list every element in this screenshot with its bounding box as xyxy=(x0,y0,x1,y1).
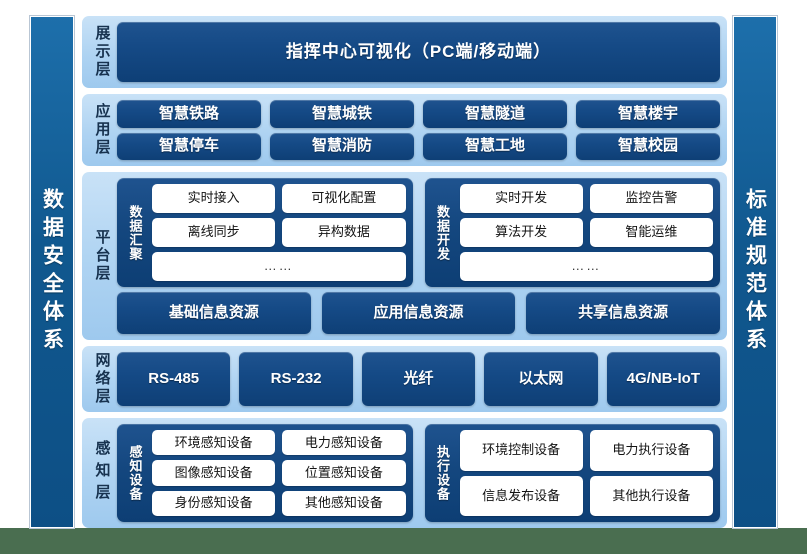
aggregation-row-2: 离线同步 异构数据 xyxy=(152,218,406,247)
group-data-development: 数据开发 实时开发 监控告警 算法开发 智能运维 …… xyxy=(424,178,720,287)
pillar-left-label: 数据安全体系 xyxy=(40,188,64,356)
application-row-1: 智慧铁路 智慧城铁 智慧隧道 智慧楼宇 xyxy=(117,100,720,128)
aggregation-visual-config[interactable]: 可视化配置 xyxy=(282,184,406,213)
aggregation-row-3: …… xyxy=(152,252,406,281)
group-data-development-label-wrap: 数据开发 xyxy=(432,184,454,281)
development-row-3: …… xyxy=(459,252,713,281)
development-monitoring-alarm[interactable]: 监控告警 xyxy=(589,184,713,213)
development-intelligent-ops[interactable]: 智能运维 xyxy=(589,218,713,247)
development-algorithm-dev[interactable]: 算法开发 xyxy=(459,218,583,247)
layer-sensing: 感知层 感知设备 环境感知设备 电力感知设备 图像感知设备 xyxy=(82,418,727,528)
group-data-aggregation-label-wrap: 数据汇聚 xyxy=(124,184,146,281)
layer-network: 网络层 RS-485 RS-232 光纤 以太网 4G/NB-IoT xyxy=(82,346,727,412)
group-sensing-devices-label-wrap: 感知设备 xyxy=(124,430,146,516)
network-chip-fiber[interactable]: 光纤 xyxy=(361,352,476,406)
aggregation-realtime-ingest[interactable]: 实时接入 xyxy=(152,184,276,213)
group-sensing-devices: 感知设备 环境感知设备 电力感知设备 图像感知设备 位置感知设备 身份感知设备 xyxy=(117,424,413,522)
aggregation-more-ellipsis[interactable]: …… xyxy=(152,252,406,281)
platform-groups: 数据汇聚 实时接入 可视化配置 离线同步 异构数据 …… xyxy=(117,178,720,287)
group-sensing-devices-label: 感知设备 xyxy=(127,445,143,501)
actuator-row-2: 信息发布设备 其他执行设备 xyxy=(459,475,713,516)
resource-basic-info[interactable]: 基础信息资源 xyxy=(117,292,311,334)
sensing-row-3: 身份感知设备 其他感知设备 xyxy=(152,490,406,516)
sensing-identity-device[interactable]: 身份感知设备 xyxy=(152,490,276,516)
layer-sensing-label-wrap: 感知层 xyxy=(87,424,117,522)
layer-display-label: 展示层 xyxy=(93,25,111,79)
group-data-aggregation-label: 数据汇聚 xyxy=(127,204,143,261)
sensing-image-device[interactable]: 图像感知设备 xyxy=(152,460,276,486)
pillar-data-security: 数据安全体系 xyxy=(30,16,74,528)
layer-network-body: RS-485 RS-232 光纤 以太网 4G/NB-IoT xyxy=(117,352,721,406)
layer-platform: 平台层 数据汇聚 实时接入 可视化配置 离线同步 xyxy=(82,172,727,340)
app-chip-smart-parking[interactable]: 智慧停车 xyxy=(117,132,261,160)
layer-application: 应用层 智慧铁路 智慧城铁 智慧隧道 智慧楼宇 智慧停车 智慧消防 智慧工地 智… xyxy=(82,94,727,166)
layer-sensing-body: 感知设备 环境感知设备 电力感知设备 图像感知设备 位置感知设备 身份感知设备 xyxy=(117,424,720,522)
platform-resource-row: 基础信息资源 应用信息资源 共享信息资源 xyxy=(117,292,721,334)
app-chip-smart-construction[interactable]: 智慧工地 xyxy=(423,132,567,160)
resource-shared-info[interactable]: 共享信息资源 xyxy=(526,292,721,334)
layer-network-label-wrap: 网络层 xyxy=(87,352,117,406)
app-chip-smart-tunnel[interactable]: 智慧隧道 xyxy=(423,100,567,128)
network-chip-4g-nbiot[interactable]: 4G/NB-IoT xyxy=(606,352,721,406)
layer-sensing-label: 感知层 xyxy=(93,440,111,506)
layer-platform-body: 数据汇聚 实时接入 可视化配置 离线同步 异构数据 …… xyxy=(117,178,721,334)
group-actuator-devices-label: 执行设备 xyxy=(435,445,450,501)
sensing-groups: 感知设备 环境感知设备 电力感知设备 图像感知设备 位置感知设备 身份感知设备 xyxy=(117,424,720,522)
application-row-2: 智慧停车 智慧消防 智慧工地 智慧校园 xyxy=(117,132,720,160)
network-chip-rs485[interactable]: RS-485 xyxy=(117,352,231,406)
development-more-ellipsis[interactable]: …… xyxy=(459,252,713,281)
layer-platform-label: 平台层 xyxy=(93,229,111,283)
layer-application-body: 智慧铁路 智慧城铁 智慧隧道 智慧楼宇 智慧停车 智慧消防 智慧工地 智慧校园 xyxy=(117,100,720,160)
actuator-power-device[interactable]: 电力执行设备 xyxy=(589,430,713,471)
diagram-canvas: 数据安全体系 标准规范体系 展示层 指挥中心可视化（PC端/移动端） 应用层 智… xyxy=(0,0,807,528)
sensing-other-device[interactable]: 其他感知设备 xyxy=(282,490,406,516)
group-data-aggregation: 数据汇聚 实时接入 可视化配置 离线同步 异构数据 …… xyxy=(117,178,413,287)
layer-platform-label-wrap: 平台层 xyxy=(87,178,117,334)
network-items-row: RS-485 RS-232 光纤 以太网 4G/NB-IoT xyxy=(117,352,721,406)
layer-application-label: 应用层 xyxy=(93,103,111,157)
actuator-row-1: 环境控制设备 电力执行设备 xyxy=(459,430,713,471)
layer-display-label-wrap: 展示层 xyxy=(87,22,117,82)
aggregation-heterogeneous-data[interactable]: 异构数据 xyxy=(282,218,406,247)
actuator-info-publish-device[interactable]: 信息发布设备 xyxy=(459,475,583,516)
layer-network-label: 网络层 xyxy=(93,352,111,406)
sensing-location-device[interactable]: 位置感知设备 xyxy=(282,460,406,486)
sensing-power-device[interactable]: 电力感知设备 xyxy=(282,430,406,456)
development-row-2: 算法开发 智能运维 xyxy=(459,218,713,247)
group-sensing-devices-grid: 环境感知设备 电力感知设备 图像感知设备 位置感知设备 身份感知设备 其他感知设… xyxy=(152,430,406,516)
actuator-other-device[interactable]: 其他执行设备 xyxy=(589,475,713,516)
network-chip-ethernet[interactable]: 以太网 xyxy=(484,352,598,406)
group-data-development-label: 数据开发 xyxy=(435,204,450,261)
aggregation-row-1: 实时接入 可视化配置 xyxy=(152,184,406,213)
app-chip-smart-campus[interactable]: 智慧校园 xyxy=(576,132,720,160)
group-data-aggregation-grid: 实时接入 可视化配置 离线同步 异构数据 …… xyxy=(152,184,406,281)
sensing-environment-device[interactable]: 环境感知设备 xyxy=(152,430,276,456)
group-actuator-devices-grid: 环境控制设备 电力执行设备 信息发布设备 其他执行设备 xyxy=(459,430,713,516)
development-row-1: 实时开发 监控告警 xyxy=(459,184,713,213)
group-actuator-devices: 执行设备 环境控制设备 电力执行设备 信息发布设备 其他执行设备 xyxy=(424,424,720,522)
layer-display: 展示层 指挥中心可视化（PC端/移动端） xyxy=(82,16,727,88)
group-actuator-devices-label-wrap: 执行设备 xyxy=(432,430,454,516)
aggregation-offline-sync[interactable]: 离线同步 xyxy=(152,218,276,247)
pillar-right-label: 标准规范体系 xyxy=(743,188,767,356)
app-chip-smart-railway[interactable]: 智慧铁路 xyxy=(117,100,261,128)
sensing-row-1: 环境感知设备 电力感知设备 xyxy=(152,430,406,456)
layer-display-body: 指挥中心可视化（PC端/移动端） xyxy=(117,22,720,82)
network-chip-rs232[interactable]: RS-232 xyxy=(239,352,353,406)
app-chip-smart-metro[interactable]: 智慧城铁 xyxy=(270,100,414,128)
layer-application-label-wrap: 应用层 xyxy=(87,100,117,160)
sensing-row-2: 图像感知设备 位置感知设备 xyxy=(152,460,406,486)
app-chip-smart-building[interactable]: 智慧楼宇 xyxy=(576,100,720,128)
display-banner-chip[interactable]: 指挥中心可视化（PC端/移动端） xyxy=(117,22,720,82)
actuator-environment-control-device[interactable]: 环境控制设备 xyxy=(459,430,583,471)
resource-application-info[interactable]: 应用信息资源 xyxy=(321,292,516,334)
pillar-standards: 标准规范体系 xyxy=(733,16,777,528)
group-data-development-grid: 实时开发 监控告警 算法开发 智能运维 …… xyxy=(459,184,713,281)
development-realtime-dev[interactable]: 实时开发 xyxy=(459,184,583,213)
app-chip-smart-firefighting[interactable]: 智慧消防 xyxy=(270,132,414,160)
